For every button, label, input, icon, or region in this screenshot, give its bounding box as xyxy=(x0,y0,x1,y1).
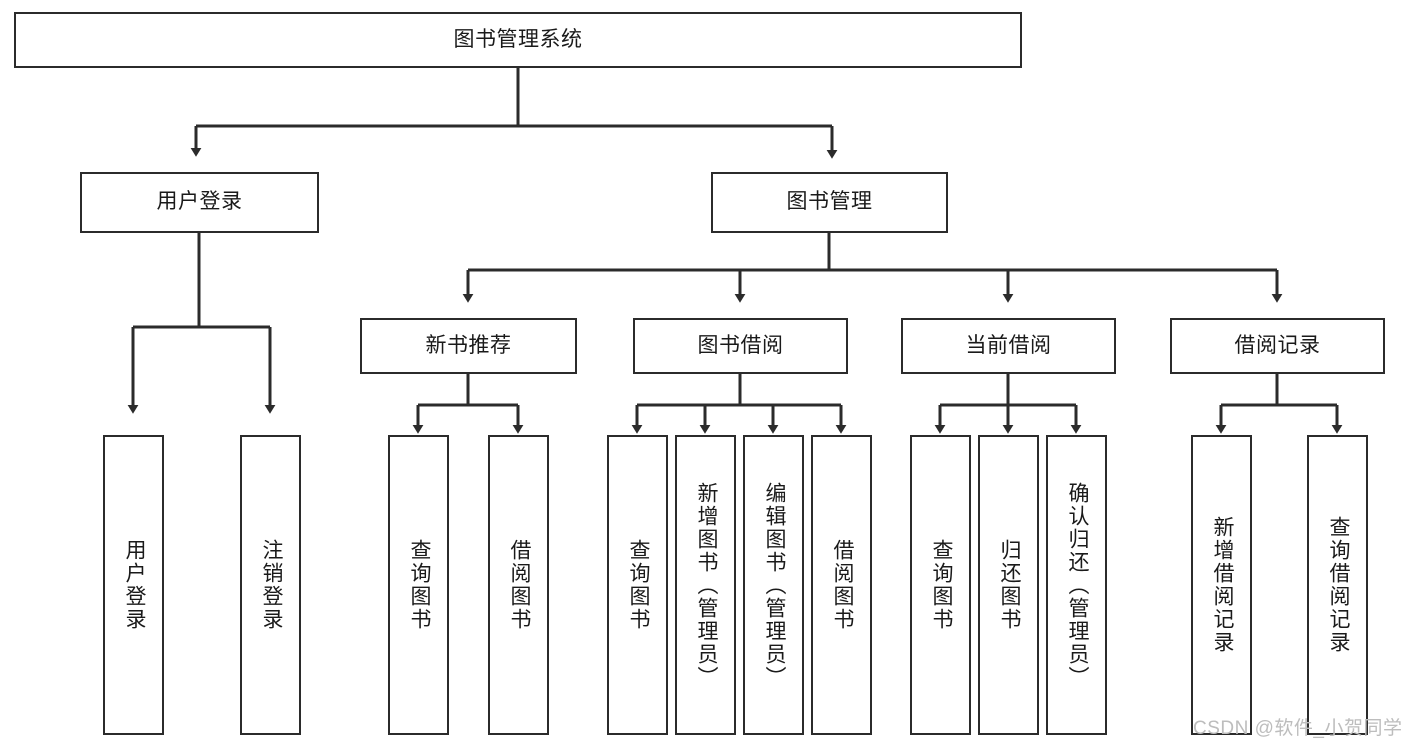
node-label: 新增图书（管理员） xyxy=(694,481,718,689)
leaf-edit-book-admin[interactable]: 编辑图书（管理员） xyxy=(743,435,804,735)
leaf-logout[interactable]: 注销登录 xyxy=(240,435,301,735)
node-label: 注销登录 xyxy=(259,539,283,631)
leaf-add-borrow-record[interactable]: 新增借阅记录 xyxy=(1191,435,1252,735)
node-label: 图书管理 xyxy=(786,190,873,214)
leaf-query-borrow-record[interactable]: 查询借阅记录 xyxy=(1307,435,1368,735)
leaf-return-book[interactable]: 归还图书 xyxy=(978,435,1039,735)
node-current-borrow[interactable]: 当前借阅 xyxy=(901,318,1116,374)
node-label: 用户登录 xyxy=(122,539,146,631)
node-label: 编辑图书（管理员） xyxy=(762,481,786,689)
leaf-user-login[interactable]: 用户登录 xyxy=(103,435,164,735)
node-label: 查询图书 xyxy=(407,539,431,631)
node-label: 查询借阅记录 xyxy=(1326,516,1350,654)
node-label: 查询图书 xyxy=(626,539,650,631)
node-book-borrow[interactable]: 图书借阅 xyxy=(633,318,848,374)
node-label: 图书管理系统 xyxy=(453,27,583,51)
leaf-query-book-recommend[interactable]: 查询图书 xyxy=(388,435,449,735)
node-label: 新书推荐 xyxy=(425,333,512,357)
node-root-book-management-system[interactable]: 图书管理系统 xyxy=(14,12,1022,68)
node-label: 借阅记录 xyxy=(1234,333,1321,357)
node-label: 新增借阅记录 xyxy=(1210,516,1234,654)
node-user-login[interactable]: 用户登录 xyxy=(80,172,319,233)
node-label: 当前借阅 xyxy=(965,333,1052,357)
node-borrow-records[interactable]: 借阅记录 xyxy=(1170,318,1385,374)
leaf-confirm-return-admin[interactable]: 确认归还（管理员） xyxy=(1046,435,1107,735)
leaf-query-book-current[interactable]: 查询图书 xyxy=(910,435,971,735)
node-label: 确认归还（管理员） xyxy=(1065,481,1089,689)
node-new-book-recommend[interactable]: 新书推荐 xyxy=(360,318,577,374)
leaf-borrow-book-recommend[interactable]: 借阅图书 xyxy=(488,435,549,735)
leaf-query-book-borrow[interactable]: 查询图书 xyxy=(607,435,668,735)
node-book-management[interactable]: 图书管理 xyxy=(711,172,948,233)
node-label: 归还图书 xyxy=(997,539,1021,631)
node-label: 借阅图书 xyxy=(830,539,854,631)
csdn-watermark: CSDN @软件_小贺同学 xyxy=(1193,718,1403,739)
leaf-borrow-book[interactable]: 借阅图书 xyxy=(811,435,872,735)
leaf-add-book-admin[interactable]: 新增图书（管理员） xyxy=(675,435,736,735)
node-label: 借阅图书 xyxy=(507,539,531,631)
node-label: 用户登录 xyxy=(156,190,243,214)
node-label: 查询图书 xyxy=(929,539,953,631)
node-label: 图书借阅 xyxy=(697,333,784,357)
